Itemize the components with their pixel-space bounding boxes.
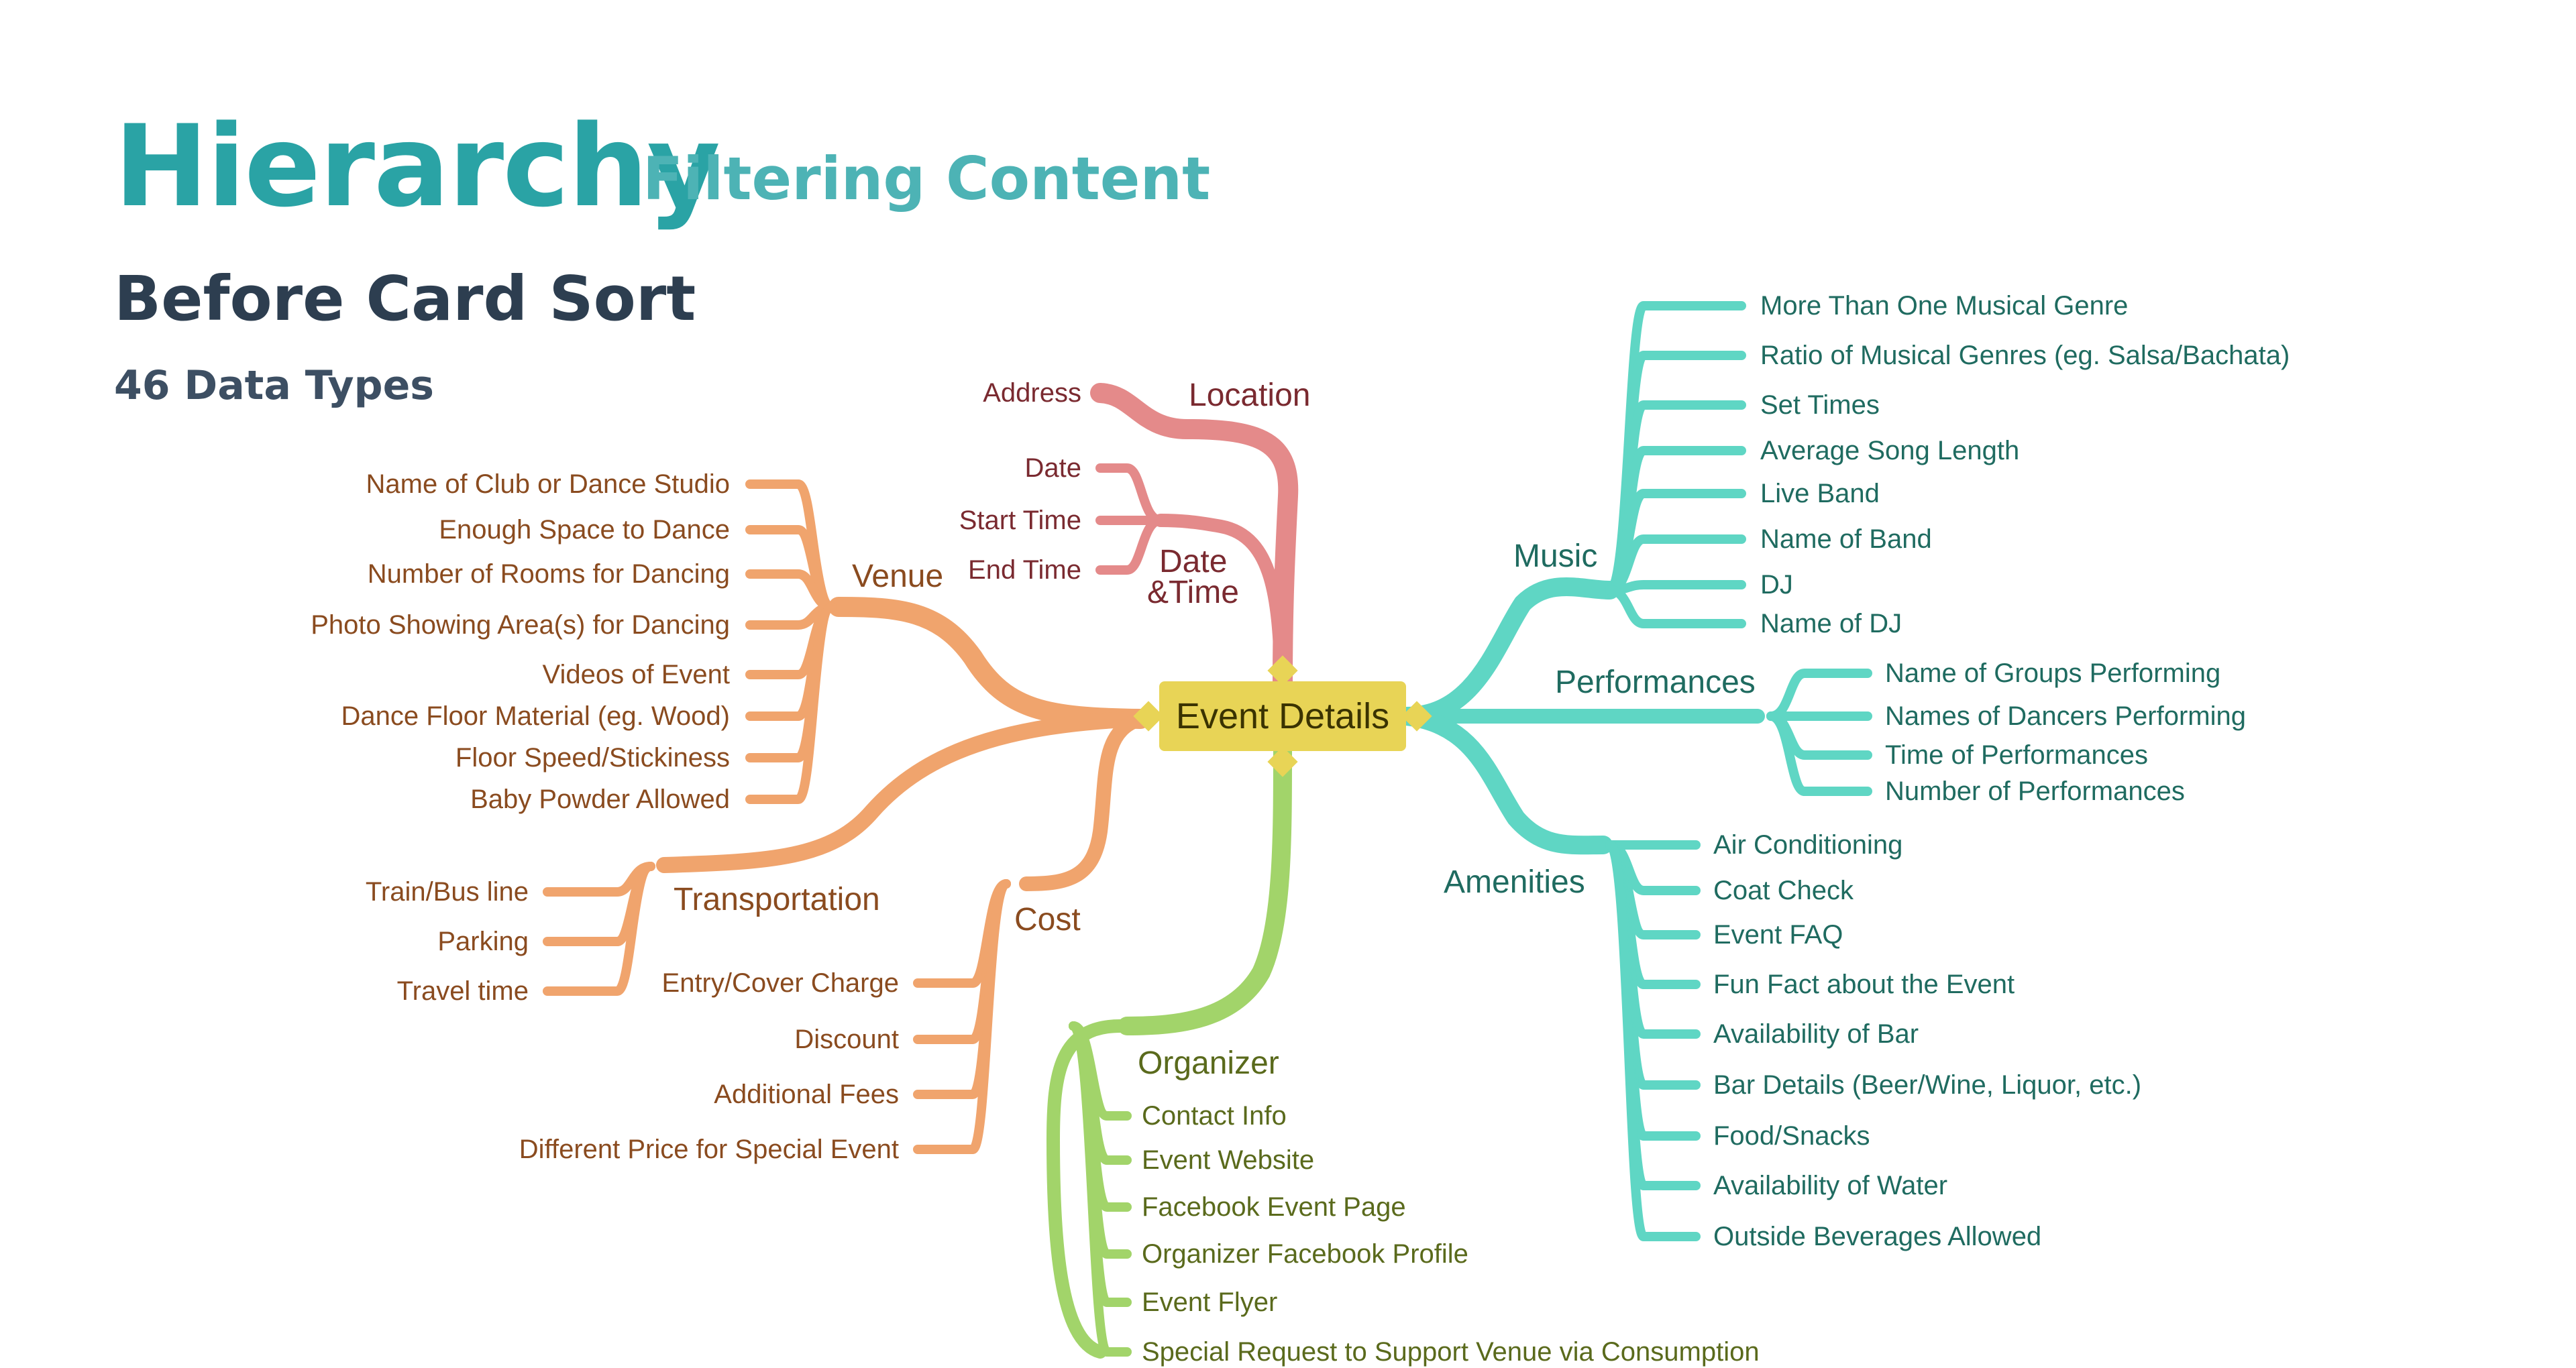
- branch-datetime: [1154, 514, 1288, 677]
- leaf-item: Discount: [794, 1025, 899, 1054]
- leaf-item: Name of Club or Dance Studio: [366, 469, 731, 499]
- leaf-item: Enough Space to Dance: [439, 515, 730, 545]
- leaf-item: Ratio of Musical Genres (eg. Salsa/Bacha…: [1760, 341, 2290, 370]
- connector-amenities: [1605, 840, 1701, 1241]
- leaf-item: More Than One Musical Genre: [1760, 291, 2129, 321]
- connector-music: [1605, 580, 1746, 595]
- leaf-item: Name of DJ: [1760, 609, 1902, 638]
- leaf-item: Coat Check: [1713, 876, 1854, 905]
- branch-location: [1090, 383, 1299, 691]
- category-location: Location: [1189, 378, 1311, 413]
- data-type-count: 46 Data Types: [114, 362, 435, 409]
- category-transportation: Transportation: [674, 882, 880, 917]
- leaf-item: Set Times: [1760, 390, 1880, 420]
- category-music: Music: [1513, 538, 1598, 574]
- leaf-item: Outside Beverages Allowed: [1713, 1222, 2042, 1251]
- leaf-item: Number of Performances: [1885, 777, 2185, 806]
- connector-cost: [913, 879, 1011, 1154]
- page-title: Hierarchy: [114, 101, 720, 232]
- leaf-item: End Time: [968, 555, 1081, 585]
- leaf-item: Train/Bus line: [365, 877, 529, 907]
- leaf-item: Availability of Water: [1713, 1171, 1948, 1200]
- leaf-item: Fun Fact about the Event: [1713, 970, 2015, 999]
- leaf-item: Live Band: [1760, 479, 1880, 508]
- center-node-label: Event Details: [1175, 696, 1390, 736]
- leaf-item: Baby Powder Allowed: [470, 785, 730, 814]
- leaf-item: Food/Snacks: [1713, 1121, 1870, 1151]
- leaf-item: Videos of Event: [542, 660, 730, 689]
- connector-performances: [1766, 711, 1872, 796]
- branch-amenities: [1397, 707, 1613, 855]
- connector-venue: [745, 602, 837, 804]
- leaf-item: Entry/Cover Charge: [661, 968, 899, 998]
- center-node-notch: [1267, 746, 1298, 777]
- connector-music: [1605, 585, 1746, 628]
- leaf-item: Additional Fees: [714, 1080, 899, 1109]
- leaf-item: Travel time: [396, 976, 529, 1006]
- leaf-item: Bar Details (Beer/Wine, Liquor, etc.): [1713, 1070, 2142, 1100]
- leaf-item: Name of Groups Performing: [1885, 659, 2221, 688]
- leaf-item: Air Conditioning: [1713, 830, 1903, 860]
- leaf-item: Availability of Bar: [1713, 1019, 1919, 1049]
- branch-organizer: [1118, 742, 1292, 1035]
- leaf-item: Floor Speed/Stickiness: [455, 743, 730, 773]
- connector-datetime: [1095, 463, 1165, 525]
- leaf-item: Event Flyer: [1142, 1288, 1278, 1317]
- leaf-item: Contact Info: [1142, 1101, 1287, 1131]
- connector-transportation: [543, 862, 655, 996]
- leaf-item: Special Request to Support Venue via Con…: [1142, 1337, 1760, 1367]
- leaf-item: Event Website: [1142, 1145, 1315, 1175]
- category-organizer: Organizer: [1138, 1045, 1279, 1081]
- category-cost: Cost: [1014, 902, 1081, 937]
- leaf-item: Name of Band: [1760, 524, 1932, 554]
- center-node-notch: [1267, 655, 1298, 686]
- leaf-item: Names of Dancers Performing: [1885, 701, 2246, 731]
- leaf-item: Different Price for Special Event: [519, 1135, 899, 1164]
- center-node-notch: [1401, 701, 1432, 732]
- leaf-item: Photo Showing Area(s) for Dancing: [311, 610, 730, 640]
- branch-venue: [828, 597, 1150, 729]
- category-time: &Time: [1147, 575, 1239, 610]
- leaf-item: Address: [983, 378, 1081, 408]
- category-performances: Performances: [1555, 665, 1756, 700]
- category-venue: Venue: [852, 559, 944, 594]
- section-heading: Before Card Sort: [114, 263, 696, 335]
- connector-datetime: [1095, 516, 1165, 575]
- branch-cost: [1019, 711, 1148, 891]
- leaf-item: Number of Rooms for Dancing: [367, 559, 730, 589]
- page-subtitle: Filtering Content: [643, 144, 1211, 213]
- leaf-item: Organizer Facebook Profile: [1142, 1239, 1468, 1269]
- leaf-item: Start Time: [959, 506, 1081, 535]
- center-node: [1159, 681, 1406, 751]
- leaf-item: Average Song Length: [1760, 436, 2020, 465]
- leaf-item: Date: [1024, 453, 1082, 483]
- leaf-item: Facebook Event Page: [1142, 1192, 1406, 1222]
- branch-transportation: [656, 711, 1148, 873]
- category-amenities: Amenities: [1444, 864, 1585, 900]
- connector-performances: [1766, 669, 1872, 721]
- leaf-item: DJ: [1760, 570, 1793, 600]
- leaf-item: Dance Floor Material (eg. Wood): [341, 701, 731, 731]
- branch-organizer-trunk: [1046, 1019, 1127, 1359]
- center-node-notch: [1133, 701, 1164, 732]
- branch-music: [1397, 577, 1619, 726]
- leaf-item: Event FAQ: [1713, 920, 1843, 950]
- category-date: Date: [1159, 544, 1228, 579]
- leaf-item: Time of Performances: [1885, 740, 2148, 770]
- leaf-item: Parking: [437, 927, 529, 956]
